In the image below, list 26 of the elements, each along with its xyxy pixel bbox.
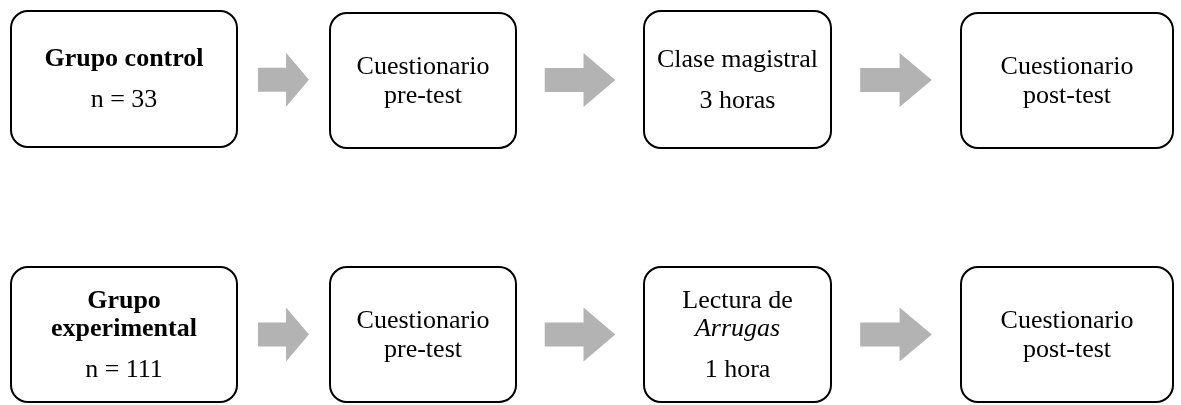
box-text: 3 horas [699, 85, 776, 115]
block-arrow [258, 307, 309, 362]
box-text: n = 33 [90, 85, 158, 114]
process-box [10, 10, 238, 148]
group-title: Grupo control [44, 44, 204, 73]
box-text: Lectura de Arrugas [681, 285, 794, 343]
process-box [10, 266, 238, 403]
process-box [329, 12, 517, 149]
box-text: Clase magistral [657, 44, 818, 74]
block-arrow [258, 52, 309, 107]
process-box [960, 266, 1174, 403]
process-box [329, 266, 517, 403]
box-text: Cuestionario pre-test [355, 51, 491, 110]
box-text: Cuestionario post-test [999, 305, 1135, 364]
block-arrow [544, 53, 616, 107]
block-arrow [544, 307, 616, 362]
process-box [960, 12, 1174, 149]
block-arrow [860, 307, 932, 362]
group-title: Grupo experimental [50, 285, 198, 343]
process-box [643, 266, 832, 403]
process-box [643, 10, 832, 149]
box-text: 1 hora [704, 354, 771, 384]
block-arrow [860, 53, 932, 107]
box-text: Cuestionario pre-test [355, 305, 491, 364]
box-text: n = 111 [85, 354, 163, 384]
box-text: Cuestionario post-test [999, 51, 1135, 110]
